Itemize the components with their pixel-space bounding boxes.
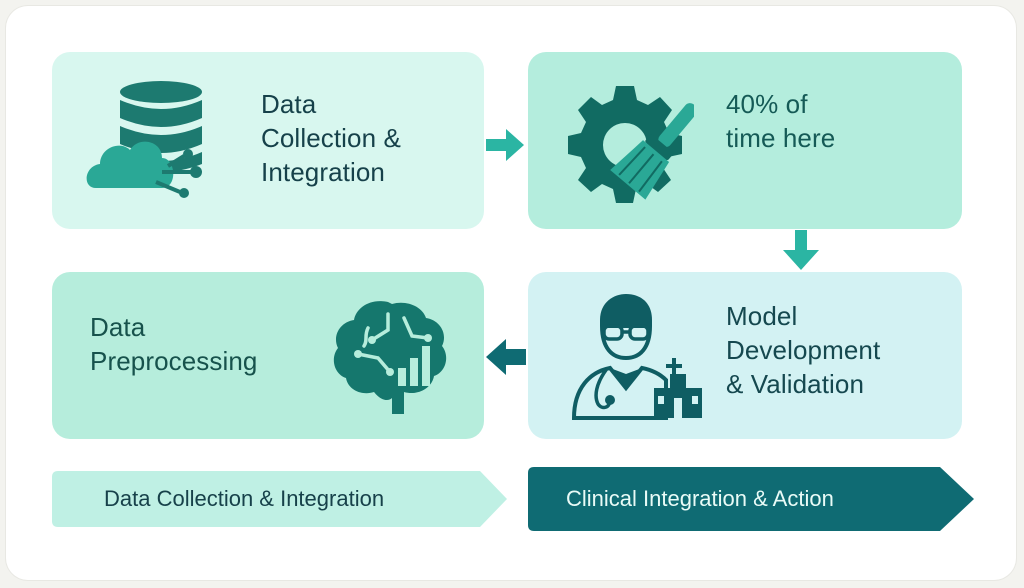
step-label: Data Collection & Integration (261, 89, 401, 187)
banner-clinical-integration: Clinical Integration & Action (528, 467, 974, 531)
step-card-data-preprocessing: Data Preprocessing (52, 272, 484, 439)
step-label: Model Development & Validation (726, 301, 881, 399)
arrow-left-icon (486, 339, 526, 375)
step-label: 40% of time here (726, 89, 836, 153)
gear-brush-icon (568, 86, 694, 203)
step-card-model-development: Model Development & Validation (528, 272, 962, 439)
arrow-right-icon (486, 129, 524, 161)
step-card-time-share: 40% of time here (528, 52, 962, 229)
brain-chart-icon (333, 301, 447, 414)
database-cloud-icon (86, 81, 202, 198)
doctor-hospital-icon (571, 294, 702, 420)
arrow-down-icon (783, 230, 819, 270)
banner-left-shape (52, 471, 507, 527)
step-card-data-collection: Data Collection & Integration (52, 52, 484, 229)
step-label: Data Preprocessing (90, 312, 258, 376)
banner-label: Data Collection & Integration (104, 486, 385, 511)
banner-right-shape (528, 467, 974, 531)
banner-label: Clinical Integration & Action (566, 486, 834, 511)
banner-data-collection: Data Collection & Integration (52, 471, 507, 527)
